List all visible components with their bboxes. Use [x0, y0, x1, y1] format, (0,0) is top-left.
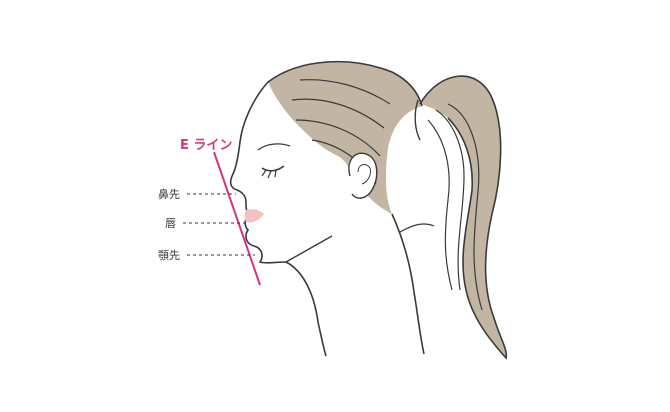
- shoulder-line: [399, 223, 435, 233]
- e-line-title: E ライン: [180, 138, 232, 153]
- neck-back-line: [391, 213, 425, 355]
- face-profile-line: [229, 81, 287, 264]
- nose-tip-label: 鼻先: [158, 187, 180, 201]
- jaw-line: [285, 235, 333, 263]
- ear: [348, 152, 378, 199]
- eyelashes: [261, 169, 277, 179]
- chin-tip-label: 顎先: [158, 249, 180, 262]
- hair-outline: [267, 60, 423, 107]
- lips-label: 唇: [165, 217, 176, 230]
- lips: [244, 209, 264, 223]
- neck-front-line: [285, 261, 327, 357]
- hair-strands: [291, 79, 483, 311]
- eyebrow: [257, 143, 291, 151]
- closed-eye: [261, 165, 285, 172]
- e-line: [213, 151, 261, 286]
- hair-ponytail-fill: [420, 76, 507, 358]
- ear-inner: [357, 164, 371, 185]
- ponytail-outline: [419, 75, 508, 360]
- ponytail-inner-outline: [414, 99, 421, 141]
